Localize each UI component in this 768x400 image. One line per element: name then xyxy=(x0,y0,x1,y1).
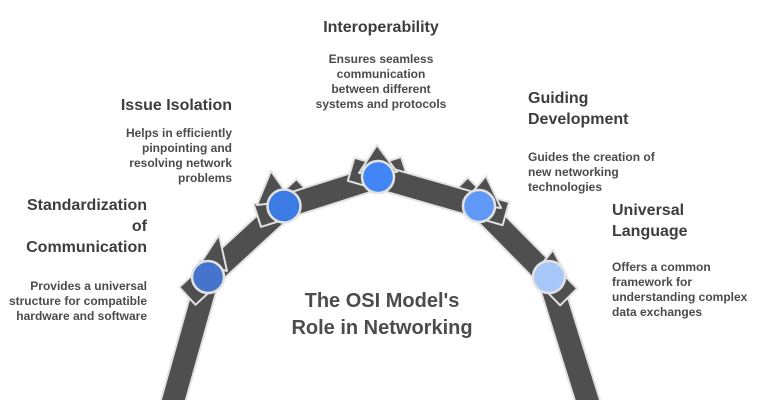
heading-line: Interoperability xyxy=(323,19,439,36)
heading-line: Issue Isolation xyxy=(120,97,232,114)
body-line: data exchanges xyxy=(612,305,703,319)
callout-issue-isolation: Issue Isolation Helps in efficiently pin… xyxy=(42,95,232,186)
body-line: understanding complex xyxy=(612,290,748,304)
body-line: hardware and software xyxy=(16,309,147,323)
body-line: Provides a universal xyxy=(30,279,147,293)
callout-universal-language-heading: Universal Language xyxy=(612,200,768,242)
body-line: pinpointing and xyxy=(142,141,232,155)
body-line: new networking xyxy=(528,165,619,179)
body-line: between different xyxy=(331,82,431,96)
callout-standardization-body: Provides a universal structure for compa… xyxy=(0,279,147,324)
callout-guiding-development-heading: Guiding Development xyxy=(528,88,703,130)
bridge-joint-4 xyxy=(461,188,497,224)
heading-line: Development xyxy=(528,111,629,128)
callout-interoperability: Interoperability Ensures seamless commun… xyxy=(271,17,491,112)
body-line: systems and protocols xyxy=(315,97,447,111)
body-line: Ensures seamless xyxy=(328,52,434,66)
body-line: technologies xyxy=(528,180,603,194)
callout-issue-isolation-heading: Issue Isolation xyxy=(42,95,232,116)
callout-interoperability-body: Ensures seamless communication between d… xyxy=(271,52,491,112)
callout-guiding-development: Guiding Development Guides the creation … xyxy=(528,88,703,195)
heading-line: of xyxy=(131,218,147,235)
callout-issue-isolation-body: Helps in efficiently pinpointing and res… xyxy=(42,126,232,186)
body-line: Helps in efficiently xyxy=(125,126,232,140)
callout-interoperability-heading: Interoperability xyxy=(271,17,491,38)
bridge-joint-3 xyxy=(360,159,396,195)
callout-universal-language: Universal Language Offers a common frame… xyxy=(612,200,768,320)
body-line: framework for xyxy=(612,275,693,289)
body-line: communication xyxy=(336,67,426,81)
page-title: The OSI Model's Role in Networking xyxy=(277,288,487,342)
bridge-joint-1 xyxy=(190,259,226,295)
bridge-joint-5 xyxy=(531,259,567,295)
callout-standardization-of-communication: Standardization of Communication Provide… xyxy=(0,195,147,324)
heading-line: Standardization xyxy=(26,197,147,214)
heading-line: Communication xyxy=(26,239,147,256)
callout-standardization-heading: Standardization of Communication xyxy=(0,195,147,258)
title-line: The OSI Model's xyxy=(304,290,460,312)
heading-line: Language xyxy=(612,223,688,240)
heading-line: Guiding xyxy=(528,90,589,107)
body-line: problems xyxy=(177,171,232,185)
callout-universal-language-body: Offers a common framework for understand… xyxy=(612,260,768,320)
body-line: Guides the creation of xyxy=(528,150,655,164)
heading-line: Universal xyxy=(612,202,685,219)
title-line: Role in Networking xyxy=(291,317,473,339)
bridge-plank-left-leg xyxy=(159,259,225,400)
body-line: resolving network xyxy=(129,156,232,170)
body-line: Offers a common xyxy=(612,260,711,274)
body-line: structure for compatible xyxy=(8,294,147,308)
bridge-joint-2 xyxy=(266,188,302,224)
callout-guiding-development-body: Guides the creation of new networking te… xyxy=(528,150,703,195)
